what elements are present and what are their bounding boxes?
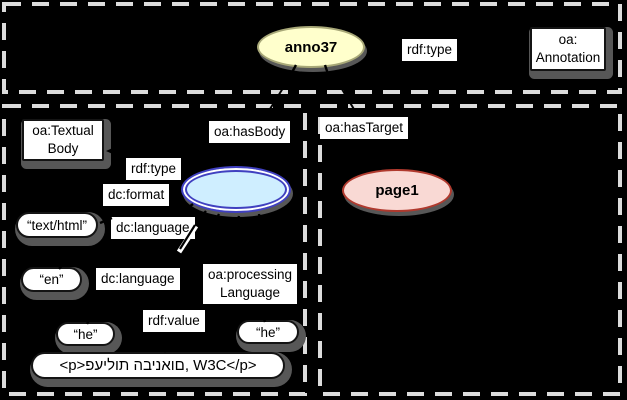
anno37-node: anno37	[257, 26, 365, 68]
edge-hasbody	[231, 63, 299, 171]
tick-body-rdfvalue	[234, 215, 241, 229]
dclanguage-label-1: dc:language	[111, 217, 195, 240]
rdfvalue-label: rdf:value	[143, 310, 205, 333]
hastarget-label: oa:hasTarget	[320, 117, 409, 140]
arrowhead-into-annotation	[517, 43, 528, 53]
dcformat-label: dc:format	[103, 184, 170, 207]
rdftype-label-body: rdf:type	[126, 158, 182, 181]
target-group-box	[318, 104, 622, 396]
tick-body-dclang-en	[195, 210, 207, 223]
arrowhead-into-textualbody	[106, 146, 117, 156]
text-html-literal: “text/html”	[16, 212, 98, 238]
tick-body-dcformat	[180, 203, 194, 214]
hebrew-value-literal: <p>פעילות הבינאום, W3C</p>	[31, 352, 285, 379]
rdftype-label-top: rdf:type	[402, 39, 458, 62]
dclanguage-label-2: dc:language	[96, 268, 180, 291]
oa-textualbody-class-box: oa:Textual Body	[22, 119, 104, 161]
blank-body-node	[181, 166, 291, 213]
he-literal-language: “he”	[56, 322, 115, 346]
processinglanguage-label: oa:processing Language	[203, 264, 298, 305]
oa-annotation-class-box: oa: Annotation	[530, 27, 606, 71]
en-literal: “en”	[21, 267, 82, 292]
hasbody-label: oa:hasBody	[209, 121, 291, 144]
tick-body-dclang-he	[211, 213, 221, 227]
he-literal-processing: “he”	[237, 320, 299, 344]
page1-node: page1	[342, 169, 452, 212]
tick-body-proclang	[257, 213, 263, 228]
